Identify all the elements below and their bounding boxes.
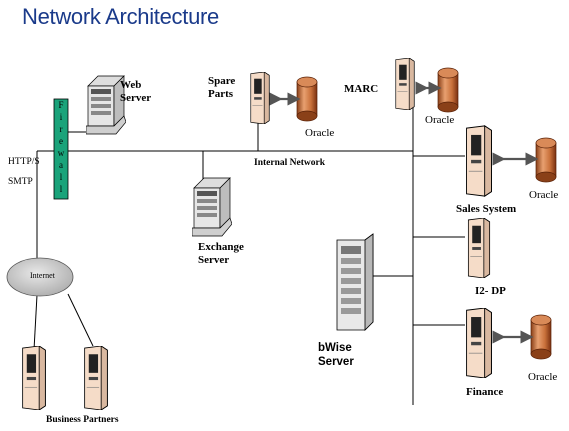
link-partner-left xyxy=(33,294,38,351)
sales-database-icon xyxy=(535,137,557,183)
marc-oracle-label: Oracle xyxy=(425,114,455,126)
sales-system-server-icon xyxy=(465,125,493,197)
business-partners-label: Business Partners xyxy=(46,415,119,425)
internal-network-label: Internal Network xyxy=(254,158,325,168)
i2-dp-server-icon xyxy=(467,218,491,278)
sales-system-label: Sales System xyxy=(456,203,517,215)
database-arrows xyxy=(269,81,539,344)
finance-database-icon xyxy=(530,314,552,360)
spare-parts-server-icon xyxy=(250,72,270,124)
smtp-label: SMTP xyxy=(8,177,33,187)
marc-server-icon xyxy=(395,58,415,110)
bwise-server-icon xyxy=(336,233,374,331)
partner-server-right-icon xyxy=(84,346,108,410)
marc-database-icon xyxy=(437,67,459,113)
exchange-server-icon xyxy=(192,177,232,237)
http-label: HTTP/S xyxy=(8,157,40,167)
internet-label: Internet xyxy=(30,271,55,280)
spare-parts-oracle-label: Oracle xyxy=(305,127,335,139)
finance-label: Finance xyxy=(466,386,504,398)
spare-parts-database-icon xyxy=(296,76,318,122)
page-title: Network Architecture xyxy=(22,4,219,29)
sales-oracle-label: Oracle xyxy=(529,189,559,201)
internet-cloud xyxy=(6,257,74,297)
firewall-box xyxy=(53,98,69,200)
finance-server-icon xyxy=(466,308,492,378)
marc-label: MARC xyxy=(344,83,379,95)
connection-lines xyxy=(33,100,465,405)
i2-dp-label: I2- DP xyxy=(475,285,506,297)
link-partner-right xyxy=(67,293,94,347)
partner-server-left-icon xyxy=(22,346,46,410)
finance-oracle-label: Oracle xyxy=(528,371,558,383)
